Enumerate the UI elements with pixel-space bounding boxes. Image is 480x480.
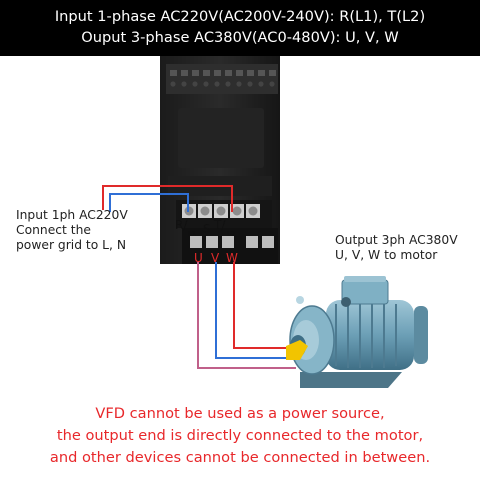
- fan-cover: [414, 306, 428, 364]
- motor-body: [326, 300, 414, 370]
- input-wire-blue: [109, 193, 189, 212]
- terminal-label-l1: L1: [188, 230, 196, 238]
- vfd-front-recess: [178, 108, 264, 168]
- input-wire-red: [102, 185, 233, 212]
- terminal-label-t: T/: [213, 218, 226, 232]
- output-spec-text: Ouput 3-phase AC380V(AC0-480V): U, V, W: [81, 29, 399, 46]
- terminal-box-lid: [344, 276, 386, 282]
- output-wire-v: [215, 262, 296, 359]
- power-terminal-screws: [182, 204, 260, 218]
- output-wire-u: [197, 262, 296, 369]
- terminal-label-s: S: [203, 222, 211, 236]
- terminal-labels: R/ L1 S T/ L2 U V W: [175, 218, 238, 265]
- electric-motor: [286, 276, 428, 388]
- warning-line-2: the output end is directly connected to …: [56, 427, 424, 444]
- output-note: Output 3ph AC380V U, V, W to motor: [335, 233, 458, 263]
- output-wire-w: [233, 262, 296, 349]
- terminal-label-w: W: [226, 251, 238, 265]
- input-spec-text: Input 1-phase AC220V(AC200V-240V): R(L1)…: [54, 8, 426, 25]
- warning-line-3: and other devices cannot be connected in…: [49, 449, 431, 466]
- terminal-label-v: V: [211, 251, 220, 265]
- output-terminal-screws: [190, 236, 274, 248]
- output-note-line2: U, V, W to motor: [335, 248, 438, 262]
- lifting-eye: [296, 296, 304, 304]
- control-terminal-row: [170, 70, 276, 76]
- motor-shaft: [286, 340, 308, 360]
- control-terminal-strip: [166, 64, 278, 94]
- output-wires: [197, 262, 296, 369]
- cable-gland: [341, 297, 351, 307]
- output-note-line1: Output 3ph AC380V: [335, 233, 458, 247]
- input-note-line2: Connect the: [16, 223, 91, 237]
- terminal-label-u: U: [194, 251, 203, 265]
- motor-base: [300, 372, 402, 388]
- warning-line-1: VFD cannot be used as a power source,: [95, 405, 385, 422]
- terminal-label-l2: L2: [227, 230, 235, 238]
- input-note: Input 1ph AC220V Connect the power grid …: [16, 208, 128, 253]
- motor-cooling-fins: [335, 302, 397, 368]
- header-banner: Input 1-phase AC220V(AC200V-240V): R(L1)…: [0, 0, 480, 56]
- vfd-drive: [160, 56, 280, 264]
- input-wires: [102, 185, 233, 212]
- terminal-label-r: R/: [175, 218, 188, 232]
- control-terminal-screws: [170, 81, 275, 87]
- input-note-line3: power grid to L, N: [16, 238, 127, 252]
- input-note-line1: Input 1ph AC220V: [16, 208, 128, 222]
